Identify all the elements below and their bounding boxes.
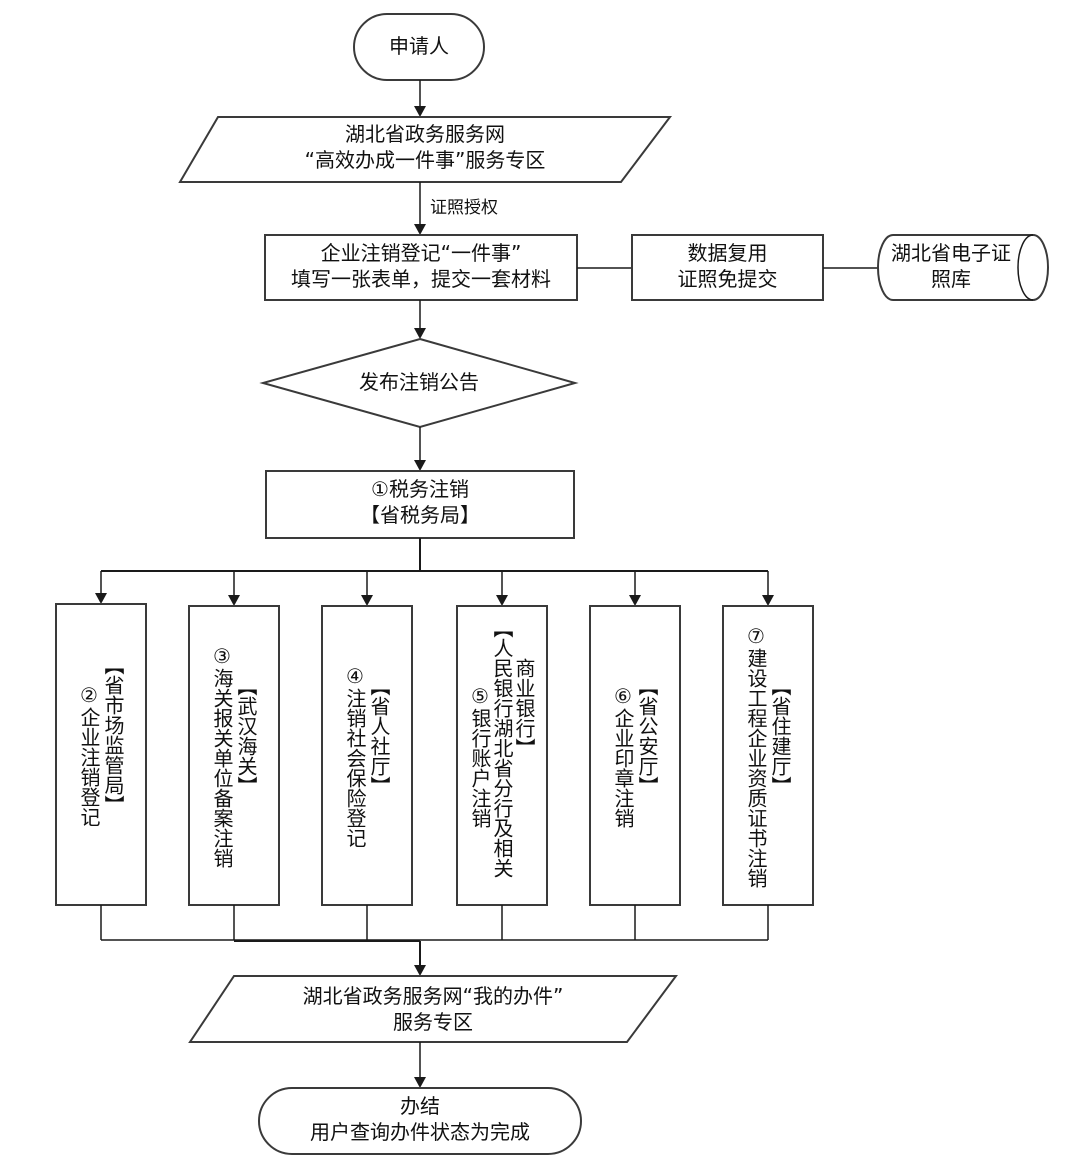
- arrowhead: [228, 595, 240, 606]
- portal-entry-shape: [178, 116, 673, 183]
- tax-line1: ①税务注销: [371, 477, 469, 501]
- branch-boxes: [55, 603, 814, 906]
- portal-entry-label: 湖北省政务服务网 “高效办成一件事”服务专区: [190, 122, 660, 173]
- data-reuse-line2: 证照免提交: [677, 266, 778, 291]
- branch-task-text: 海关报关单位备案注销: [210, 667, 234, 868]
- tax-line2: 【省税务局】: [360, 502, 480, 527]
- branch-box-shape: [55, 603, 147, 906]
- branch-number: ⑦: [744, 623, 768, 648]
- branch-node-5: ⑤银行账户注销【人民银行湖北省分行及相关商业银行】: [457, 606, 547, 905]
- arrowhead: [361, 595, 373, 606]
- registration-box-shape: [264, 234, 578, 301]
- portal-result-line2: 服务专区: [393, 1009, 473, 1034]
- branch-number: ②: [77, 682, 101, 707]
- branch-task-label: ⑦建设工程企业资质证书注销: [744, 623, 768, 888]
- arrowhead: [414, 460, 426, 471]
- start-terminator-shape: [353, 13, 485, 81]
- portal-result-label: 湖北省政务服务网“我的办件” 服务专区: [200, 984, 666, 1035]
- arrowhead: [414, 965, 426, 976]
- license-database-label: 湖北省电子证 照库: [876, 241, 1026, 292]
- branch-node-2: ②企业注销登记【省市场监管局】: [56, 604, 146, 905]
- done-label: 办结 用户查询办件状态为完成: [259, 1094, 581, 1145]
- branch-agency-label-part2: 商业银行】: [512, 657, 536, 758]
- branch-node-7: ⑦建设工程企业资质证书注销【省住建厅】: [723, 606, 813, 905]
- branch-node-3: ③海关报关单位备案注销【武汉海关】: [189, 606, 279, 905]
- branch-task-text: 企业注销登记: [77, 706, 101, 827]
- branch-agency-label: 【省住建厅】: [768, 675, 792, 796]
- arrowhead: [414, 328, 426, 339]
- arrowhead: [414, 224, 426, 235]
- branch-task-label: ⑤银行账户注销: [468, 683, 492, 828]
- arrowhead: [496, 595, 508, 606]
- branch-task-label: ③海关报关单位备案注销: [210, 643, 234, 868]
- branch-node-4: ④注销社会保险登记【省人社厅】: [322, 606, 412, 905]
- arrowhead: [762, 595, 774, 606]
- done-terminator-shape: [258, 1087, 582, 1155]
- tax-label: ①税务注销 【省税务局】: [266, 477, 574, 528]
- data-reuse-box-shape: [631, 234, 824, 301]
- database-end-cap: [1017, 234, 1034, 301]
- branch-task-text: 银行账户注销: [468, 707, 492, 828]
- registration-line2: 填写一张表单，提交一套材料: [291, 266, 551, 291]
- branch-task-text: 企业印章注销: [611, 707, 635, 828]
- branch-box-shape: [188, 605, 280, 906]
- branch-box-shape: [456, 605, 548, 906]
- registration-label: 企业注销登记“一件事” 填写一张表单，提交一套材料: [265, 241, 577, 292]
- branch-task-label: ⑥企业印章注销: [611, 683, 635, 828]
- portal-result-line1: 湖北省政务服务网“我的办件”: [302, 984, 564, 1008]
- branch-agency-label: 【武汉海关】: [234, 675, 258, 796]
- branch-agency-label: 【省市场监管局】: [101, 654, 125, 815]
- portal-result-shape: [188, 975, 678, 1043]
- branch-box-shape: [589, 605, 681, 906]
- data-reuse-label: 数据复用 证照免提交: [632, 241, 823, 292]
- branch-task-label: ④注销社会保险登记: [343, 663, 367, 848]
- tax-box-shape: [265, 470, 575, 539]
- branch-agency-label: 【省人社厅】: [367, 675, 391, 796]
- done-line2: 用户查询办件状态为完成: [310, 1119, 530, 1144]
- portal-entry-line1: 湖北省政务服务网: [345, 122, 505, 146]
- arrowhead: [95, 593, 107, 604]
- branch-agency-label: 【省公安厅】: [635, 675, 659, 796]
- arrowhead: [414, 1077, 426, 1088]
- registration-line1: 企业注销登记“一件事”: [320, 241, 522, 265]
- fanout-drops: [95, 571, 774, 606]
- branch-node-6: ⑥企业印章注销【省公安厅】: [590, 606, 680, 905]
- arrowhead: [414, 106, 426, 117]
- branch-number: ③: [210, 643, 234, 668]
- branch-task-label: ②企业注销登记: [77, 682, 101, 827]
- edge-label-authorize: 证照授权: [430, 198, 498, 218]
- portal-entry-line2: “高效办成一件事”服务专区: [304, 147, 546, 172]
- done-line1: 办结: [400, 1094, 440, 1118]
- branch-number: ⑥: [611, 683, 635, 708]
- announcement-label: 发布注销公告: [359, 370, 479, 394]
- data-reuse-line1: 数据复用: [687, 241, 768, 265]
- branch-number: ④: [343, 663, 367, 688]
- license-database-line1: 湖北省电子证: [891, 241, 1011, 265]
- branch-task-text: 注销社会保险登记: [343, 687, 367, 848]
- branch-box-shape: [321, 605, 413, 906]
- license-database-line2: 照库: [931, 266, 971, 291]
- branch-number: ⑤: [468, 683, 492, 708]
- branch-agency-label-part1: 【人民银行湖北省分行及相关: [490, 617, 514, 878]
- start-label: 申请人: [389, 34, 449, 58]
- branch-task-text: 建设工程企业资质证书注销: [744, 647, 768, 888]
- merge-drops: [100, 905, 769, 940]
- branch-box-shape: [722, 605, 814, 906]
- arrowhead: [629, 595, 641, 606]
